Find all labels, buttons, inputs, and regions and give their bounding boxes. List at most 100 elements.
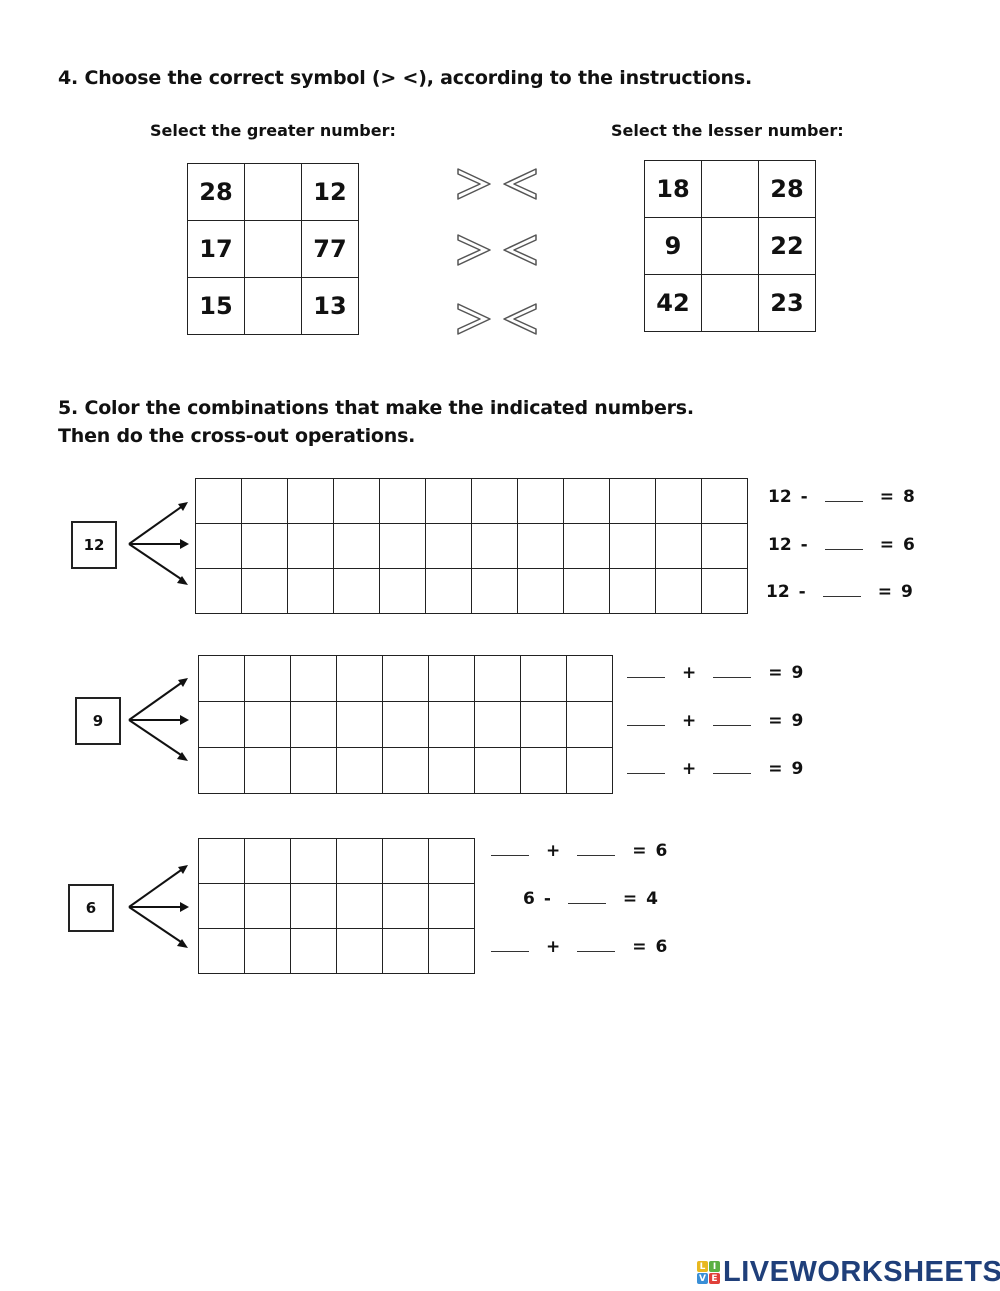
less-than-icon[interactable]	[502, 167, 538, 201]
answer-blank[interactable]	[713, 724, 752, 726]
answer-blank[interactable]	[824, 500, 863, 502]
grid-cell[interactable]	[245, 656, 291, 702]
grid-cell[interactable]	[245, 839, 291, 884]
grid-cell[interactable]	[196, 524, 242, 569]
grid-cell[interactable]	[334, 479, 380, 524]
grid-cell[interactable]	[702, 569, 748, 614]
grid-cell[interactable]	[429, 656, 475, 702]
grid-cell[interactable]	[475, 702, 521, 748]
grid-cell[interactable]	[291, 929, 337, 974]
grid-cell[interactable]	[564, 479, 610, 524]
answer-blank[interactable]	[491, 950, 529, 952]
grid-cell[interactable]	[472, 479, 518, 524]
grid-cell[interactable]	[429, 929, 475, 974]
grid-cell[interactable]	[656, 479, 702, 524]
grid-cell[interactable]	[199, 656, 245, 702]
grid-cell[interactable]	[429, 748, 475, 794]
grid-cell[interactable]	[426, 569, 472, 614]
grid-cell[interactable]	[380, 524, 426, 569]
answer-blank[interactable]	[627, 724, 665, 726]
greater-than-icon[interactable]	[456, 302, 492, 336]
grid-cell[interactable]	[472, 524, 518, 569]
grid-cell[interactable]	[245, 702, 291, 748]
grid-cell[interactable]	[199, 929, 245, 974]
grid-cell[interactable]	[291, 656, 337, 702]
grid-cell[interactable]	[564, 524, 610, 569]
answer-blank[interactable]	[627, 676, 665, 678]
grid-cell[interactable]	[521, 656, 567, 702]
grid-cell[interactable]	[656, 524, 702, 569]
grid-cell[interactable]	[334, 569, 380, 614]
less-than-icon[interactable]	[502, 302, 538, 336]
grid-cell[interactable]	[567, 702, 613, 748]
symbol-drop-slot[interactable]	[244, 220, 302, 278]
grid-cell[interactable]	[610, 569, 656, 614]
grid-cell[interactable]	[426, 479, 472, 524]
grid-cell[interactable]	[291, 748, 337, 794]
grid-cell[interactable]	[196, 479, 242, 524]
grid-cell[interactable]	[518, 569, 564, 614]
grid-cell[interactable]	[288, 569, 334, 614]
greater-than-icon[interactable]	[456, 233, 492, 267]
grid-cell[interactable]	[429, 702, 475, 748]
greater-than-icon[interactable]	[456, 167, 492, 201]
grid-cell[interactable]	[291, 702, 337, 748]
answer-blank[interactable]	[822, 595, 861, 597]
grid-cell[interactable]	[472, 569, 518, 614]
grid-cell[interactable]	[383, 748, 429, 794]
grid-cell[interactable]	[567, 748, 613, 794]
symbol-drop-slot[interactable]	[701, 217, 759, 275]
grid-cell[interactable]	[334, 524, 380, 569]
grid-cell[interactable]	[656, 569, 702, 614]
less-than-icon[interactable]	[502, 233, 538, 267]
grid-cell[interactable]	[291, 884, 337, 929]
answer-blank[interactable]	[713, 772, 752, 774]
grid-cell[interactable]	[245, 748, 291, 794]
grid-cell[interactable]	[383, 929, 429, 974]
grid-cell[interactable]	[196, 569, 242, 614]
answer-blank[interactable]	[577, 854, 616, 856]
grid-cell[interactable]	[337, 929, 383, 974]
grid-cell[interactable]	[337, 884, 383, 929]
answer-blank[interactable]	[713, 676, 752, 678]
grid-cell[interactable]	[475, 748, 521, 794]
answer-blank[interactable]	[627, 772, 665, 774]
grid-cell[interactable]	[521, 748, 567, 794]
symbol-drop-slot[interactable]	[244, 163, 302, 221]
grid-cell[interactable]	[199, 702, 245, 748]
grid-cell[interactable]	[337, 748, 383, 794]
symbol-drop-slot[interactable]	[701, 274, 759, 332]
grid-cell[interactable]	[291, 839, 337, 884]
grid-cell[interactable]	[426, 524, 472, 569]
grid-cell[interactable]	[242, 569, 288, 614]
grid-cell[interactable]	[383, 839, 429, 884]
symbol-drop-slot[interactable]	[701, 160, 759, 218]
grid-cell[interactable]	[242, 524, 288, 569]
grid-cell[interactable]	[702, 479, 748, 524]
grid-cell[interactable]	[199, 839, 245, 884]
grid-cell[interactable]	[610, 479, 656, 524]
grid-cell[interactable]	[199, 748, 245, 794]
grid-cell[interactable]	[288, 524, 334, 569]
grid-cell[interactable]	[383, 884, 429, 929]
grid-cell[interactable]	[337, 656, 383, 702]
grid-cell[interactable]	[242, 479, 288, 524]
grid-cell[interactable]	[567, 656, 613, 702]
grid-cell[interactable]	[245, 929, 291, 974]
answer-blank[interactable]	[567, 902, 606, 904]
grid-cell[interactable]	[245, 884, 291, 929]
grid-cell[interactable]	[521, 702, 567, 748]
grid-cell[interactable]	[380, 569, 426, 614]
grid-cell[interactable]	[337, 839, 383, 884]
grid-cell[interactable]	[383, 656, 429, 702]
grid-cell[interactable]	[429, 884, 475, 929]
grid-cell[interactable]	[337, 702, 383, 748]
grid-cell[interactable]	[383, 702, 429, 748]
grid-cell[interactable]	[380, 479, 426, 524]
answer-blank[interactable]	[491, 854, 529, 856]
grid-cell[interactable]	[702, 524, 748, 569]
grid-cell[interactable]	[610, 524, 656, 569]
grid-cell[interactable]	[564, 569, 610, 614]
grid-cell[interactable]	[429, 839, 475, 884]
grid-cell[interactable]	[288, 479, 334, 524]
